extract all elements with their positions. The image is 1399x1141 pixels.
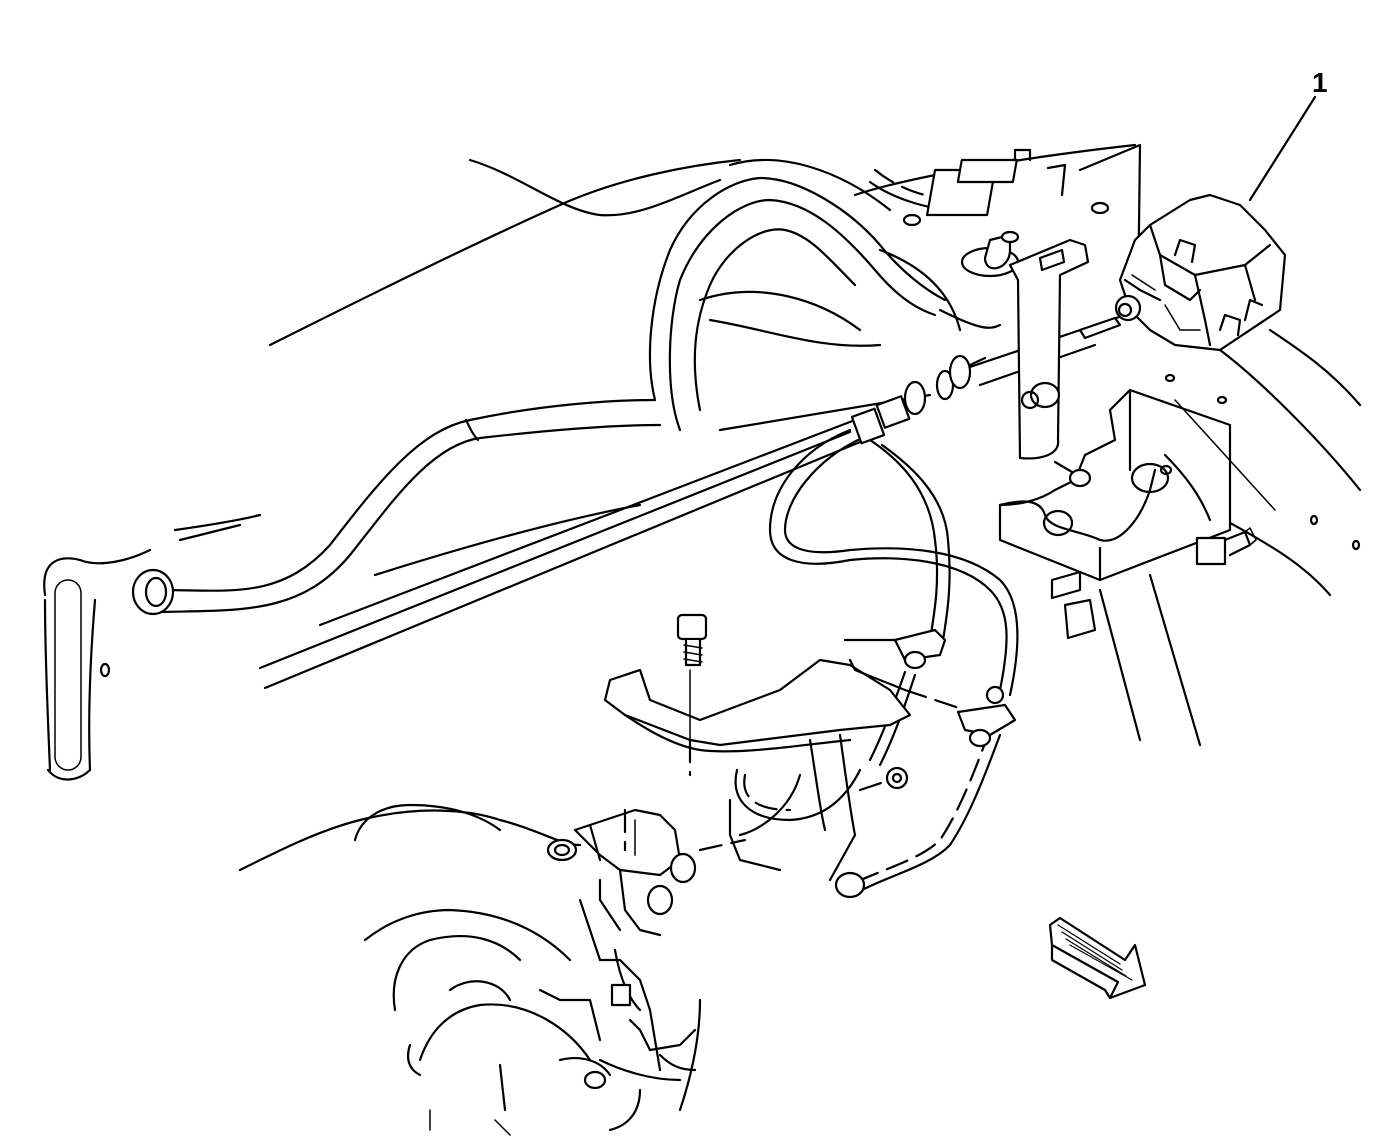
- stabilizer-bar: [43, 176, 1002, 781]
- callout-1: 1: [1248, 67, 1328, 202]
- electrical-connector: [868, 148, 1067, 217]
- parking-brake-cable: [768, 354, 1019, 697]
- callout-leader-line: [1248, 95, 1317, 202]
- front-direction-arrow-icon: [1048, 916, 1147, 1000]
- callout-label: 1: [1312, 67, 1328, 98]
- bolts: [676, 460, 1257, 790]
- heat-shield-bracket: [603, 628, 1017, 882]
- stud-fitting: [960, 230, 1020, 278]
- control-module: [1078, 193, 1287, 352]
- lower-mounting-bracket: [998, 373, 1276, 747]
- bolt-right: [1195, 527, 1257, 566]
- bolt-center: [676, 613, 708, 667]
- upper-mounting-bracket: [1008, 238, 1090, 460]
- transmission-assembly: [238, 803, 702, 1136]
- nut: [885, 766, 909, 790]
- frame-rails: [178, 308, 1142, 690]
- bolt-small-bracket: [1053, 460, 1092, 488]
